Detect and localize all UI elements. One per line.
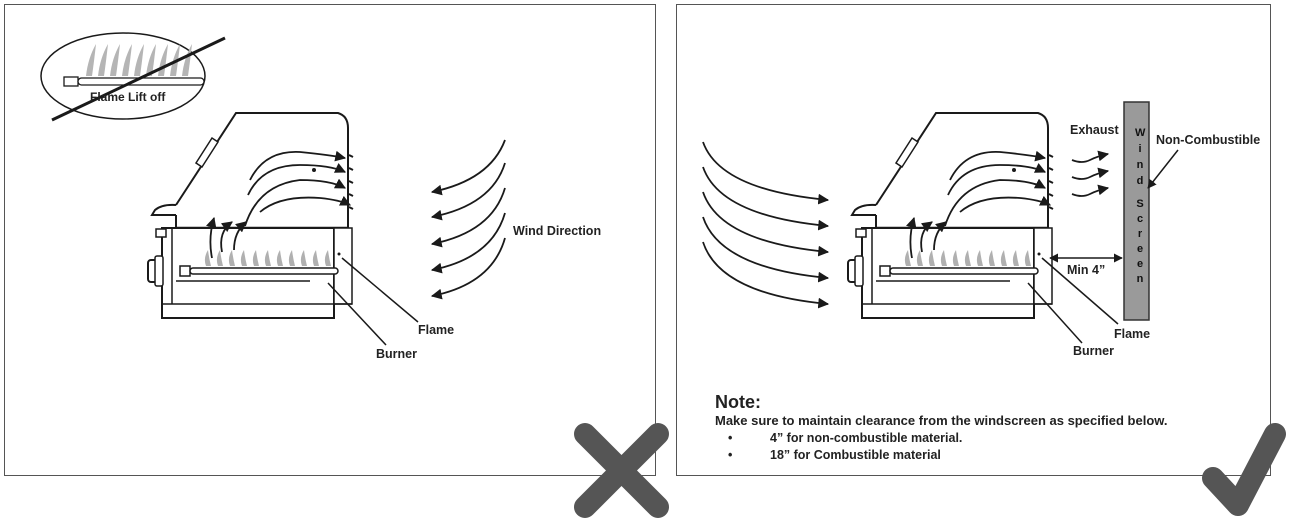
screen-letter: r [1137,228,1143,240]
screen-letter: e [1136,243,1144,255]
burner-leader-left [327,282,387,346]
cross-mark-icon [574,423,669,518]
flame-lift-off-inset [40,32,226,122]
exhaust-label: Exhaust [1070,123,1119,137]
flame-label-right: Flame [1114,327,1151,341]
burner-label-left: Burner [376,347,417,361]
flame-leader-right [1041,257,1119,325]
flame-leader-left [341,257,419,323]
heat-flow-arrows-left [206,150,351,259]
burner-leader-right [1027,282,1083,344]
screen-letter: n [1136,159,1144,171]
flame-label-left: Flame [418,323,455,337]
screen-letter: S [1136,198,1144,210]
wind-direction-label: Wind Direction [513,224,602,238]
screen-letter: d [1136,175,1144,187]
check-mark-icon [1202,423,1286,516]
note-item: • 4” for non-combustible material. [728,431,962,445]
grill-right [846,111,1055,320]
note-title: Note: [715,392,761,412]
screen-letter: n [1136,273,1144,285]
bullet-icon: • [728,431,733,445]
grill-left [146,111,355,320]
note-item: • 18” for Combustible material [728,448,941,462]
min-clearance-label: Min 4” [1067,263,1106,277]
screen-letter: i [1138,143,1142,155]
wind-arrows-right [702,141,830,309]
screen-letter: c [1136,213,1144,225]
bullet-icon: • [728,448,733,462]
wind-arrows-left [430,139,506,300]
note-item-text: 18” for Combustible material [770,448,941,462]
flame-lift-off-label: Flame Lift off [90,90,166,104]
non-combustible-leader [1147,149,1179,189]
note-text: Make sure to maintain clearance from the… [715,413,1168,428]
non-combustible-label: Non-Combustible [1156,133,1261,147]
screen-letter: W [1135,127,1146,139]
wind-screen [1123,101,1150,321]
burner-label-right: Burner [1073,344,1114,358]
screen-letter: e [1136,258,1144,270]
note-item-text: 4” for non-combustible material. [770,431,963,445]
exhaust-arrows [1071,150,1110,197]
